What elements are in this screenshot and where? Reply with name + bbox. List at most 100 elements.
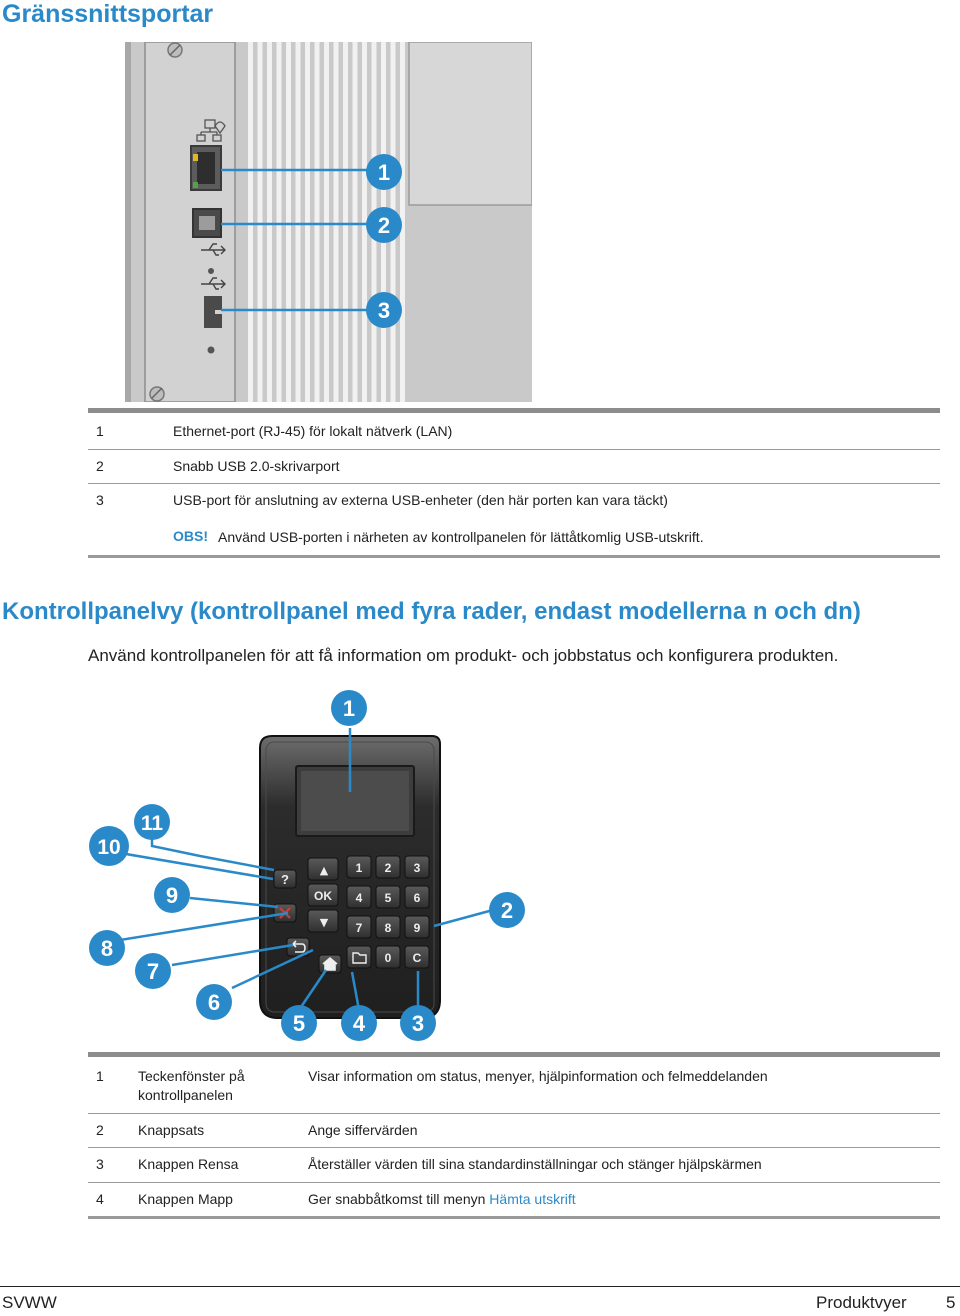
panel-callout-10: 10 [89,826,129,866]
svg-text:▼: ▼ [320,916,329,929]
keypad-key-3[interactable]: 3 [404,855,430,879]
keypad-key-label: 7 [356,921,363,935]
panel-table-bottom-rule [88,1216,940,1219]
folder-icon [352,952,367,964]
keypad-key-0[interactable]: 0 [375,945,401,969]
panel-row-4-desc-text: Ger snabbåtkomst till menyn [308,1191,490,1207]
vent-slot [314,42,320,402]
panel-row-1-name: Teckenfönster på [138,1068,245,1084]
keypad-key-label: 3 [414,861,421,875]
panel-callout-11: 11 [134,804,170,840]
vent-slot [295,42,301,402]
keypad-key-label: 1 [356,861,363,875]
note-label: OBS! [173,528,208,544]
svg-text:1: 1 [378,160,390,185]
panel-row-2-desc: Ange siffervärden [308,1122,418,1138]
svg-text:?: ? [281,872,289,887]
note-text: Använd USB-porten i närheten av kontroll… [218,529,704,545]
hamta-utskrift-link[interactable]: Hämta utskrift [489,1191,576,1207]
ports-callout-2: 2 [366,207,402,243]
panel-callout-3: 3 [400,1005,436,1041]
ports-row-2-text: Snabb USB 2.0-skrivarport [173,458,340,474]
vent-slot [286,42,291,402]
keypad-key-label: 8 [385,921,392,935]
svg-text:3: 3 [412,1011,424,1036]
keypad-key-label: 9 [414,921,421,935]
keypad-key-label: 5 [385,891,392,905]
ok-button[interactable]: OK [307,883,339,907]
svg-text:11: 11 [141,812,164,835]
panel-callout-1: 1 [331,690,367,726]
panel-callout-7: 7 [135,953,171,989]
keypad-key-label: 2 [385,861,392,875]
panel-row-1-name-cont: kontrollpanelen [138,1087,233,1103]
ports-row-1-text: Ethernet-port (RJ-45) för lokalt nätverk… [173,423,453,439]
svg-text:▲: ▲ [320,864,329,877]
vent-slot [257,42,263,402]
svg-text:2: 2 [378,213,390,238]
svg-text:8: 8 [101,936,113,961]
ports-table-top-rule [88,408,940,413]
keypad-key-2[interactable]: 2 [375,855,401,879]
panel-table-top-rule [88,1052,940,1057]
home-button[interactable] [318,954,342,974]
keypad-key-7[interactable]: 7 [346,915,372,939]
svg-text:OK: OK [314,889,332,903]
vent-slot [400,42,405,402]
up-arrow-button[interactable]: ▲ [307,857,339,881]
panel-row-3-desc: Återställer värden till sina standardins… [308,1156,762,1172]
svg-text:4: 4 [353,1011,366,1036]
keypad-key-5[interactable]: 5 [375,885,401,909]
vent-slot [267,42,272,402]
svg-text:5: 5 [293,1011,305,1036]
panel-row-4-desc: Ger snabbåtkomst till menyn Hämta utskri… [308,1190,576,1209]
footer-section: Produktvyer [816,1293,907,1312]
panel-callout-5: 5 [281,1005,317,1041]
keypad-key-1[interactable]: 1 [346,855,372,879]
ports-row-3-text: USB-port för anslutning av externa USB-e… [173,492,668,508]
panel-callout-4: 4 [341,1005,377,1041]
vent-slot [324,42,329,402]
panel-callout-6: 6 [196,984,232,1020]
vent-slot [343,42,348,402]
section-intro: Använd kontrollpanelen för att få inform… [88,646,839,665]
panel-row-1-desc: Visar information om status, menyer, hjä… [308,1068,768,1084]
ports-table-bottom-rule [88,555,940,558]
svg-text:10: 10 [97,836,120,859]
panel-row-2-name: Knappsats [138,1122,205,1138]
page-number: 5 [946,1293,956,1312]
keypad-key-6[interactable]: 6 [404,885,430,909]
keypad-key-4[interactable]: 4 [346,885,372,909]
clear-button[interactable]: C [404,945,430,969]
keypad-key-label: 0 [385,951,392,965]
svg-text:2: 2 [501,898,513,923]
ports-row-divider [88,449,940,450]
panel-row-divider [88,1182,940,1183]
ports-row-3-num: 3 [96,492,104,508]
keypad-key-label: C [413,951,422,965]
svg-text:9: 9 [166,883,178,908]
ports-row-1-num: 1 [96,423,104,439]
page-title: Gränssnittsportar [2,0,214,28]
vent-slot [248,42,253,402]
svg-text:3: 3 [378,298,390,323]
ports-callout-1: 1 [366,154,402,190]
down-arrow-button[interactable]: ▼ [307,909,339,933]
panel-row-4-num: 4 [96,1191,104,1207]
panel-row-divider [88,1147,940,1148]
vent-slot [352,42,358,402]
panel-callout-2: 2 [489,892,525,928]
help-button[interactable]: ? [273,869,297,889]
ports-row-divider [88,483,940,484]
svg-text:1: 1 [343,696,355,721]
svg-text:6: 6 [208,990,220,1015]
ports-callout-3: 3 [366,292,402,328]
vent-slot [276,42,282,402]
panel-row-3-name: Knappen Rensa [138,1156,239,1172]
folder-button[interactable] [346,945,372,969]
panel-callout-8: 8 [89,930,125,966]
keypad-key-9[interactable]: 9 [404,915,430,939]
keypad-key-8[interactable]: 8 [375,915,401,939]
